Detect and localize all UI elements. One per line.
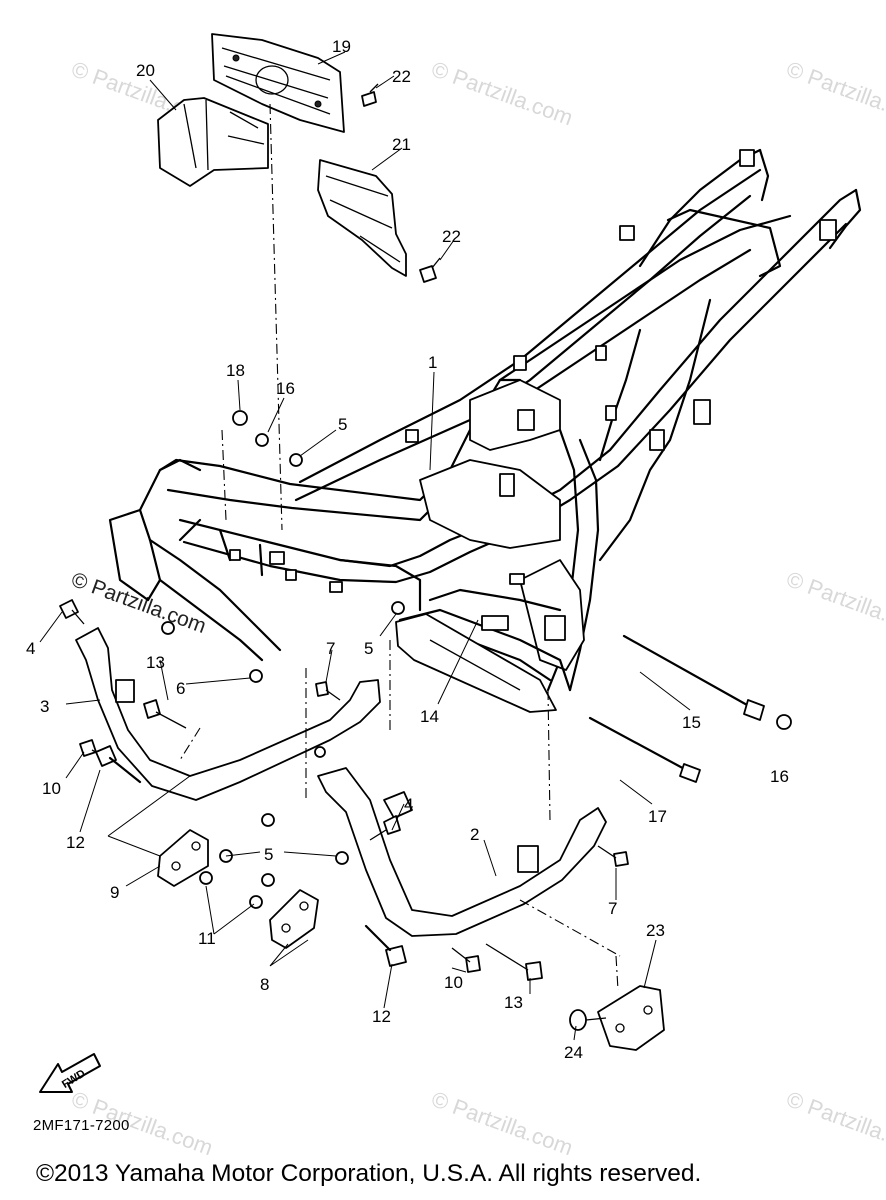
- fasteners: [59, 410, 792, 1031]
- callout-5: 5: [264, 845, 273, 864]
- fwd-arrow: FWD: [39, 1053, 101, 1093]
- callout-12: 12: [66, 833, 85, 852]
- callout-3: 3: [40, 697, 49, 716]
- callout-20: 20: [136, 61, 155, 80]
- part-2-down-tube: [317, 767, 607, 937]
- part-14-engine-mount: [395, 613, 557, 713]
- callout-21: 21: [392, 135, 411, 154]
- part-3-down-tube: [75, 627, 381, 801]
- watermark: © Partzilla.com: [428, 1086, 576, 1160]
- part-5-nut-c: [219, 813, 349, 887]
- part-4-bolt-left: [59, 599, 85, 625]
- callout-8: 8: [260, 975, 269, 994]
- part-21-cover: [317, 159, 407, 277]
- part-5-nut-a: [289, 453, 303, 467]
- callout-5: 5: [338, 415, 347, 434]
- leader-lines: [39, 51, 691, 1041]
- part-8-plate: [269, 889, 319, 949]
- callout-24: 24: [564, 1043, 583, 1062]
- watermark: © Partzilla.com: [783, 1086, 886, 1160]
- part-9-plate: [157, 829, 209, 887]
- part-22-bolt-top: [361, 83, 379, 107]
- callout-13: 13: [146, 653, 165, 672]
- callout-11: 11: [198, 929, 216, 948]
- callout-4: 4: [26, 639, 35, 658]
- callout-6: 6: [176, 679, 185, 698]
- callout-10: 10: [444, 973, 463, 992]
- callout-18: 18: [226, 361, 245, 380]
- part-6-nut: [161, 621, 263, 683]
- part-15-long-bolt: [622, 634, 765, 721]
- watermark-dark: © Partzilla.com: [68, 568, 209, 638]
- callout-16: 16: [276, 379, 295, 398]
- callout-19: 19: [332, 37, 351, 56]
- part-1-main-frame: [108, 148, 862, 692]
- part-22-bolt-lower: [419, 257, 441, 283]
- part-7-bolt-right: [597, 845, 629, 867]
- copyright-notice: ©2013 Yamaha Motor Corporation, U.S.A. A…: [36, 1160, 702, 1187]
- callout-12: 12: [372, 1007, 391, 1026]
- assembly-lines: [179, 103, 621, 991]
- part-18-nut: [232, 410, 248, 426]
- callout-7: 7: [608, 899, 617, 918]
- part-10-bolt-right: [451, 947, 481, 973]
- callout-2: 2: [470, 825, 479, 844]
- callout-7: 7: [326, 639, 335, 658]
- part-17-long-bolt: [588, 716, 701, 783]
- callout-15: 15: [682, 713, 701, 732]
- part-13-bolt-lower: [485, 943, 543, 981]
- watermark: © Partzilla.com: [783, 566, 886, 640]
- part-12-bolt-right: [364, 924, 407, 967]
- part-19-cover: [211, 33, 345, 133]
- callout-10: 10: [42, 779, 61, 798]
- watermark: © Partzilla.com: [783, 56, 886, 130]
- watermarks: © Partzilla.com © Partzilla.com © Partzi…: [68, 56, 886, 1160]
- callout-16: 16: [770, 767, 789, 786]
- callout-22: 22: [392, 67, 411, 86]
- part-12-bolt-left: [95, 745, 142, 784]
- part-24-bolt: [569, 1009, 607, 1031]
- part-callouts: 1 2 3 4 4 5 5 5 6 7 7 8 9 10 10 11 12 12…: [26, 37, 789, 1062]
- callout-4: 4: [404, 795, 413, 814]
- callout-5: 5: [364, 639, 373, 658]
- part-7-bolt-left: [315, 681, 341, 701]
- watermark: © Partzilla.com: [428, 56, 576, 130]
- callout-17: 17: [648, 807, 667, 826]
- diagram-reference-code: 2MF171-7200: [33, 1117, 130, 1134]
- part-23-plate: [597, 985, 665, 1051]
- part-5-nut-b: [391, 601, 405, 615]
- callout-22: 22: [442, 227, 461, 246]
- callout-13: 13: [504, 993, 523, 1012]
- part-20-side-cover: [157, 97, 269, 187]
- part-11-washer: [199, 871, 263, 909]
- callout-1: 1: [428, 353, 437, 372]
- callout-14: 14: [420, 707, 439, 726]
- part-13-bolt-upper: [143, 699, 187, 729]
- part-16-nut: [255, 433, 792, 730]
- callout-9: 9: [110, 883, 119, 902]
- callout-23: 23: [646, 921, 665, 940]
